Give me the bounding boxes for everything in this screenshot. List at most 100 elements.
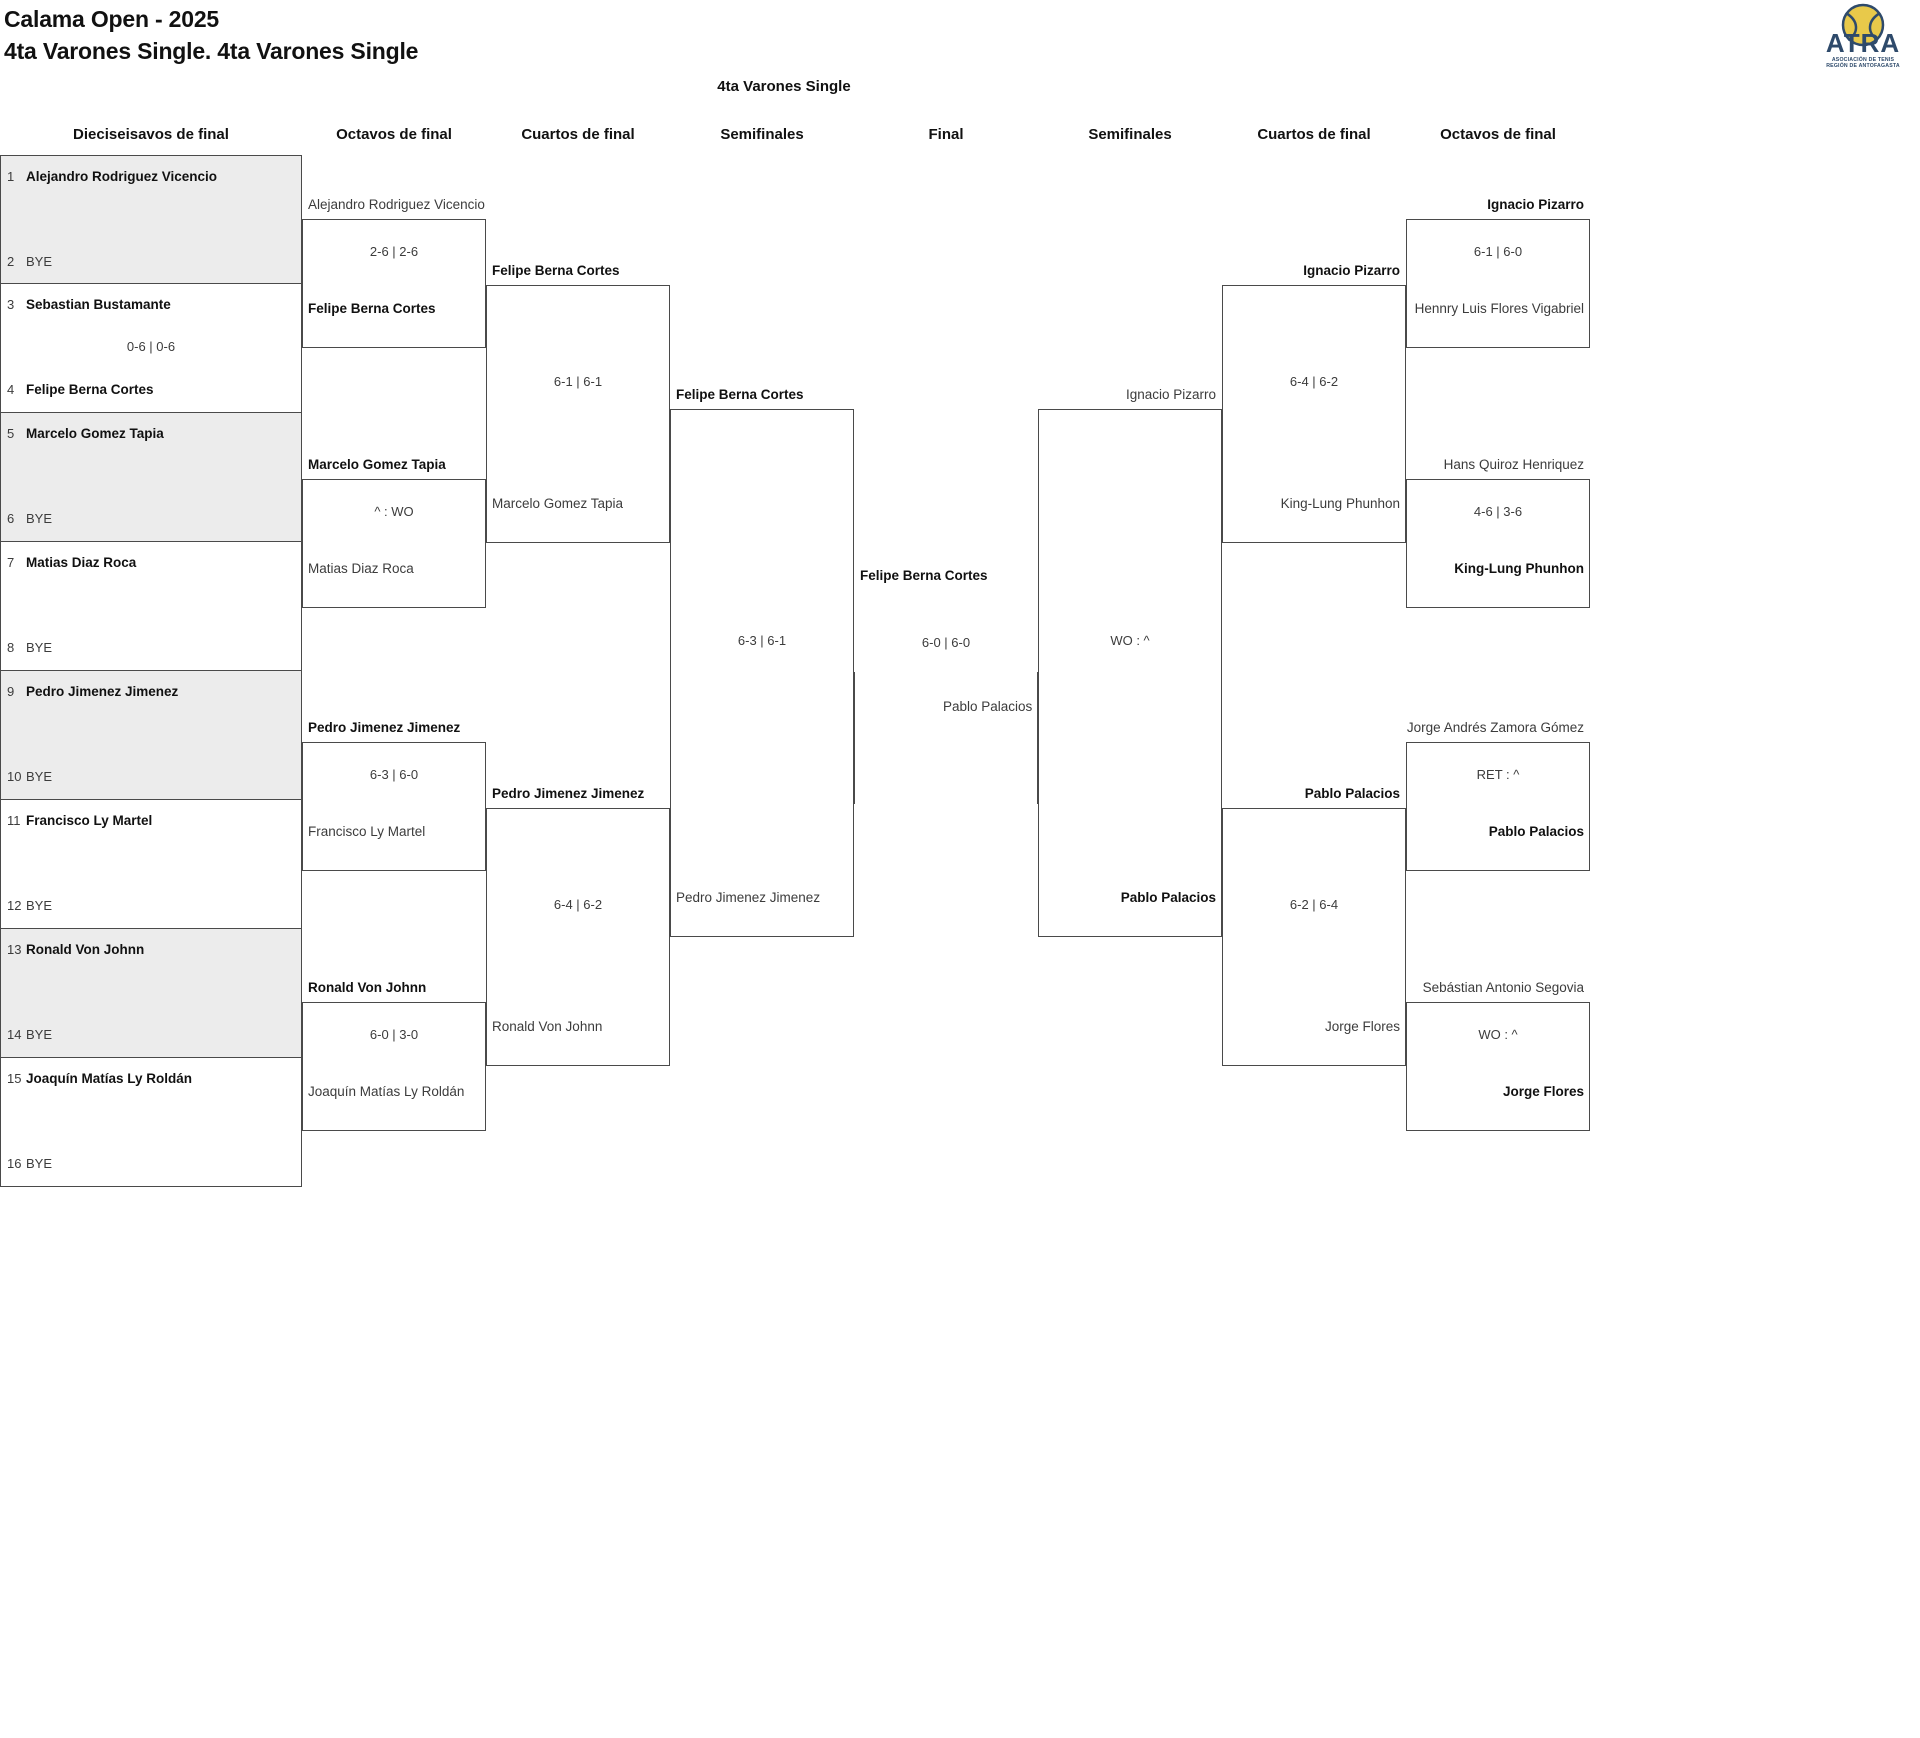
logo-subtitle-line2: REGIÓN DE ANTOFAGASTA bbox=[1826, 63, 1900, 69]
right-octavos-1-player-bottom: King-Lung Phunhon bbox=[1454, 561, 1584, 576]
right-octavos-1-score: 4-6 | 3-6 bbox=[1473, 503, 1523, 519]
left-semifinal-box[interactable] bbox=[670, 409, 854, 937]
seed-number: 13 bbox=[7, 942, 22, 957]
atra-logo: ATRA ASOCIACIÓN DE TENIS REGIÓN DE ANTOF… bbox=[1815, 2, 1911, 70]
left-octavos-1-score: ^ : WO bbox=[374, 503, 414, 519]
seed-entry[interactable]: 3 Sebastian Bustamante bbox=[7, 296, 295, 314]
left-cuartos-1-score: 6-4 | 6-2 bbox=[553, 897, 603, 912]
right-octavos-3-score: WO : ^ bbox=[1478, 1026, 1518, 1042]
left-octavos-0-score: 2-6 | 2-6 bbox=[369, 243, 419, 259]
seed-number: 9 bbox=[7, 684, 15, 699]
left-octavos-2-player-bottom: Francisco Ly Martel bbox=[308, 824, 426, 839]
right-cuartos-0-box[interactable] bbox=[1222, 285, 1406, 543]
round-header-1: Octavos de final bbox=[336, 126, 452, 143]
seed-pair-box[interactable]: 13 Ronald Von Johnn 14 BYE bbox=[0, 929, 302, 1058]
left-octavos-2-box[interactable] bbox=[302, 742, 486, 871]
final-box[interactable] bbox=[854, 672, 1038, 804]
left-octavos-3-score: 6-0 | 3-0 bbox=[369, 1026, 419, 1042]
left-semifinal-player-bottom: Pedro Jimenez Jimenez bbox=[676, 890, 821, 905]
left-cuartos-1-box[interactable] bbox=[486, 808, 670, 1066]
right-cuartos-1-player-bottom: Jorge Flores bbox=[1324, 1019, 1400, 1034]
seed-bye-label: BYE bbox=[26, 511, 53, 526]
right-octavos-0-box[interactable] bbox=[1406, 219, 1590, 348]
tournament-title: Calama Open - 2025 bbox=[4, 6, 220, 32]
seed-player-name: Ronald Von Johnn bbox=[26, 942, 145, 957]
left-cuartos-1-player-top: Pedro Jimenez Jimenez bbox=[492, 786, 645, 801]
left-octavos-1-box[interactable] bbox=[302, 479, 486, 608]
final-player-left: Felipe Berna Cortes bbox=[860, 568, 988, 583]
round-header-0: Dieciseisavos de final bbox=[73, 126, 229, 143]
right-octavos-3-box[interactable] bbox=[1406, 1002, 1590, 1131]
right-cuartos-0-player-top: Ignacio Pizarro bbox=[1303, 263, 1400, 278]
right-octavos-3-player-bottom: Jorge Flores bbox=[1502, 1084, 1584, 1099]
category-subtitle: 4ta Varones Single. 4ta Varones Single bbox=[4, 38, 419, 64]
left-octavos-0-player-top: Alejandro Rodriguez Vicencio bbox=[308, 197, 485, 212]
right-octavos-0-player-bottom: Hennry Luis Flores Vigabriel bbox=[1414, 301, 1584, 316]
round-header-2: Cuartos de final bbox=[521, 126, 635, 143]
seed-number: 3 bbox=[7, 297, 15, 312]
right-semifinal-score: WO : ^ bbox=[1110, 633, 1150, 648]
right-octavos-1-box[interactable] bbox=[1406, 479, 1590, 608]
right-cuartos-1-player-top: Pablo Palacios bbox=[1304, 786, 1400, 801]
left-cuartos-1-player-bottom: Ronald Von Johnn bbox=[492, 1019, 603, 1034]
left-octavos-3-box[interactable] bbox=[302, 1002, 486, 1131]
right-semifinal-box[interactable] bbox=[1038, 409, 1222, 937]
left-cuartos-0-player-bottom: Marcelo Gomez Tapia bbox=[492, 496, 624, 511]
left-octavos-0-box[interactable] bbox=[302, 219, 486, 348]
seed-number: 14 bbox=[7, 1027, 22, 1042]
left-cuartos-0-player-top: Felipe Berna Cortes bbox=[492, 263, 620, 278]
seed-player-name: Joaquín Matías Ly Roldán bbox=[26, 1071, 193, 1086]
seed-player-name: Alejandro Rodriguez Vicencio bbox=[26, 169, 218, 184]
left-cuartos-0-score: 6-1 | 6-1 bbox=[553, 374, 603, 389]
right-octavos-2-player-top: Jorge Andrés Zamora Gómez bbox=[1406, 720, 1584, 735]
right-semifinal-player-top: Ignacio Pizarro bbox=[1125, 387, 1216, 402]
left-octavos-3-player-top: Ronald Von Johnn bbox=[308, 980, 427, 995]
seed-bye-label: BYE bbox=[26, 769, 53, 784]
right-octavos-3-player-top: Sebástian Antonio Segovia bbox=[1422, 980, 1584, 995]
round-header-5: Semifinales bbox=[1088, 126, 1172, 143]
left-cuartos-0-box[interactable] bbox=[486, 285, 670, 543]
seed-bye-label: BYE bbox=[26, 1027, 53, 1042]
final-score: 6-0 | 6-0 bbox=[921, 635, 971, 650]
seed-bye-label: BYE bbox=[26, 1156, 53, 1171]
seed-player-name: Sebastian Bustamante bbox=[26, 297, 171, 312]
seed-bye-label: BYE bbox=[26, 898, 53, 913]
right-octavos-0-player-top: Ignacio Pizarro bbox=[1487, 197, 1584, 212]
right-octavos-2-player-bottom: Pablo Palacios bbox=[1488, 824, 1584, 839]
right-cuartos-1-box[interactable] bbox=[1222, 808, 1406, 1066]
tennis-ball-icon bbox=[1841, 3, 1885, 47]
right-octavos-2-box[interactable] bbox=[1406, 742, 1590, 871]
left-octavos-2-score: 6-3 | 6-0 bbox=[369, 766, 419, 782]
right-cuartos-0-score: 6-4 | 6-2 bbox=[1289, 374, 1339, 389]
seed-player-name: Matias Diaz Roca bbox=[26, 555, 137, 570]
right-octavos-2-score: RET : ^ bbox=[1476, 766, 1520, 782]
seed-entry[interactable]: 14 BYE bbox=[7, 1026, 295, 1044]
seed-entry[interactable]: 12 BYE bbox=[7, 897, 295, 915]
left-semifinal-score: 6-3 | 6-1 bbox=[737, 633, 787, 648]
round-header-6: Cuartos de final bbox=[1257, 126, 1371, 143]
seed-entry[interactable]: 13 Ronald Von Johnn bbox=[7, 941, 295, 959]
seed-number: 11 bbox=[7, 813, 21, 828]
seed-bye-label: BYE bbox=[26, 254, 53, 269]
seed-number: 12 bbox=[7, 898, 22, 913]
